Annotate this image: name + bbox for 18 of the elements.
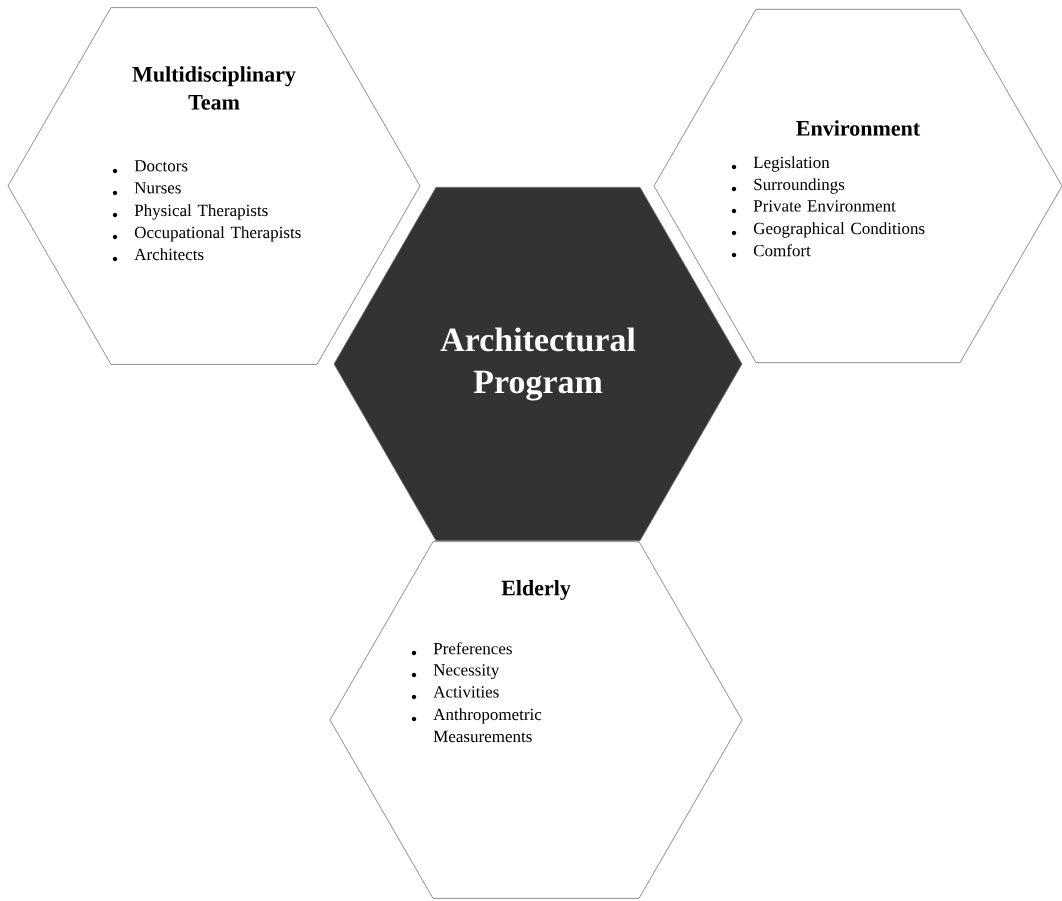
bullet-item: Anthropometric Measurements: [411, 708, 542, 743]
bullet-item: Legislation: [731, 156, 830, 172]
heading: Multidisciplinary Team: [132, 66, 296, 110]
bullet-item: Preferences: [411, 642, 512, 656]
hexagon-title: Architectural Program: [440, 327, 636, 401]
heading: Environment: [796, 120, 921, 136]
bullet-item: Geographical Conditions: [731, 222, 925, 238]
bullet-item: Doctors: [112, 160, 188, 174]
bullet-item: Comfort: [731, 244, 811, 258]
bullet-item: Necessity: [411, 664, 500, 680]
bullet-item: Architects: [112, 248, 204, 262]
bullet-item: Activities: [411, 686, 499, 700]
bullet-item: Occupational Therapists: [112, 226, 301, 242]
bullet-item: Physical Therapists: [112, 204, 268, 220]
bullet-item: Nurses: [112, 182, 181, 196]
heading: Elderly: [501, 580, 571, 600]
bullet-item: Surroundings: [731, 178, 845, 194]
bullet-item: Private Environment: [731, 200, 896, 214]
